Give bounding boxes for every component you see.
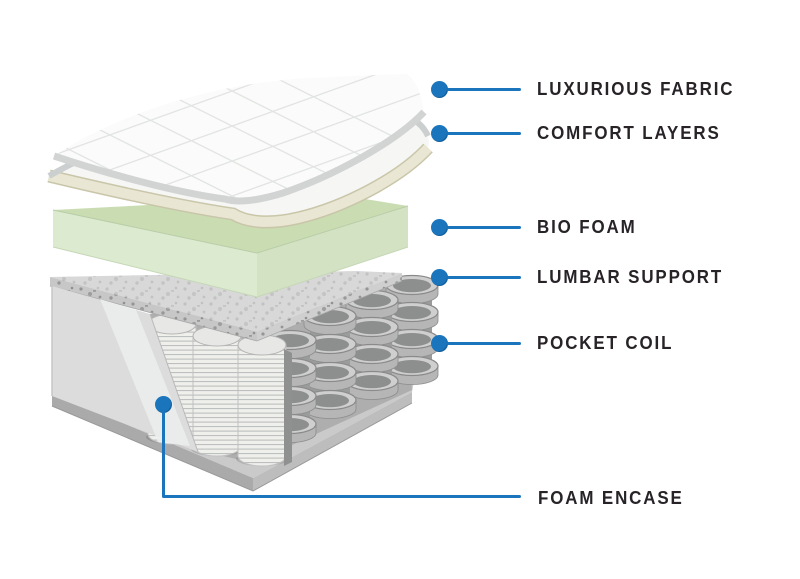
- label-dot-icon: [431, 219, 448, 236]
- label-dot-icon: [431, 125, 448, 142]
- layer-label-luxurious-fabric: LUXURIOUS FABRIC: [537, 79, 735, 99]
- connector-line: [447, 87, 521, 91]
- layer-label-comfort-layers: COMFORT LAYERS: [537, 123, 721, 143]
- connector-line: [447, 131, 521, 135]
- label-dot-icon: [431, 81, 448, 98]
- label-dot-icon: [431, 335, 448, 352]
- layer-label-pocket-coil: POCKET COIL: [537, 333, 674, 353]
- connector-line: [447, 275, 521, 279]
- fabric-cut-edge: [284, 349, 292, 466]
- layer-label-lumbar-support: LUMBAR SUPPORT: [537, 267, 724, 287]
- label-dot-icon: [431, 269, 448, 286]
- connector-line: [447, 341, 521, 345]
- lumbar-support-pad: [49, 271, 403, 342]
- connector-line: [162, 495, 521, 498]
- layer-label-bio-foam: BIO FOAM: [537, 217, 637, 237]
- connector-line: [162, 404, 165, 497]
- layer-label-foam-encase: FOAM ENCASE: [538, 488, 684, 508]
- connector-line: [447, 225, 521, 229]
